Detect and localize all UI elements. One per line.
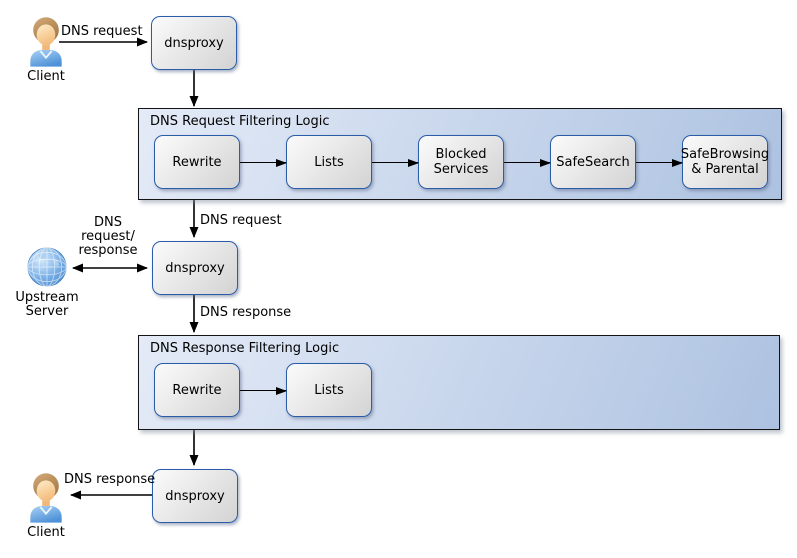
dnsproxy-bottom-label: dnsproxy [165, 488, 225, 504]
step-rewrite: Rewrite [154, 135, 240, 189]
response-filtering-steps: Rewrite Lists [154, 363, 372, 417]
step-safebrowsing-parental: SafeBrowsing & Parental [681, 135, 769, 189]
client-top-label: Client [27, 69, 65, 84]
step-arrow [504, 158, 551, 167]
step-safesearch: SafeSearch [550, 135, 636, 189]
dnsproxy-top-node: dnsproxy [151, 16, 237, 70]
dnsproxy-top-label: dnsproxy [164, 35, 224, 51]
response-filtering-group: DNS Response Filtering Logic Rewrite Lis… [138, 335, 780, 430]
response-filtering-title: DNS Response Filtering Logic [150, 341, 340, 356]
upstream-server-label: Upstream Server [15, 290, 79, 319]
step-arrow [372, 158, 419, 167]
edge-label-response-to-filter: DNS response [200, 305, 292, 320]
person-icon [30, 17, 62, 67]
step-lists: Lists [286, 135, 372, 189]
step-rewrite: Rewrite [154, 363, 240, 417]
dnsproxy-middle-label: dnsproxy [165, 260, 225, 276]
edge-label-upstream-exchange: DNS request/ response [78, 215, 138, 258]
edge-label-response-to-client: DNS response [64, 472, 156, 487]
step-lists: Lists [286, 363, 372, 417]
dnsproxy-middle-node: dnsproxy [152, 241, 238, 295]
request-filtering-group: DNS Request Filtering Logic Rewrite List… [138, 108, 782, 200]
step-arrow [240, 158, 287, 167]
step-arrow [240, 386, 287, 395]
step-arrow [636, 158, 683, 167]
client-bottom-label: Client [27, 525, 65, 540]
edge-label-filtered-request: DNS request [200, 213, 282, 228]
upstream-server-actor: Upstream Server [14, 246, 80, 319]
request-filtering-title: DNS Request Filtering Logic [150, 114, 330, 129]
globe-icon [27, 247, 67, 287]
edge-label-client-request: DNS request [61, 24, 143, 39]
step-blocked-services: Blocked Services [418, 135, 504, 189]
person-icon [30, 473, 62, 523]
dnsproxy-bottom-node: dnsproxy [152, 469, 238, 523]
client-bottom-actor: Client [18, 471, 74, 540]
request-filtering-steps: Rewrite Lists Blocked Services SafeSearc… [154, 135, 769, 189]
client-top-actor: Client [18, 15, 74, 84]
